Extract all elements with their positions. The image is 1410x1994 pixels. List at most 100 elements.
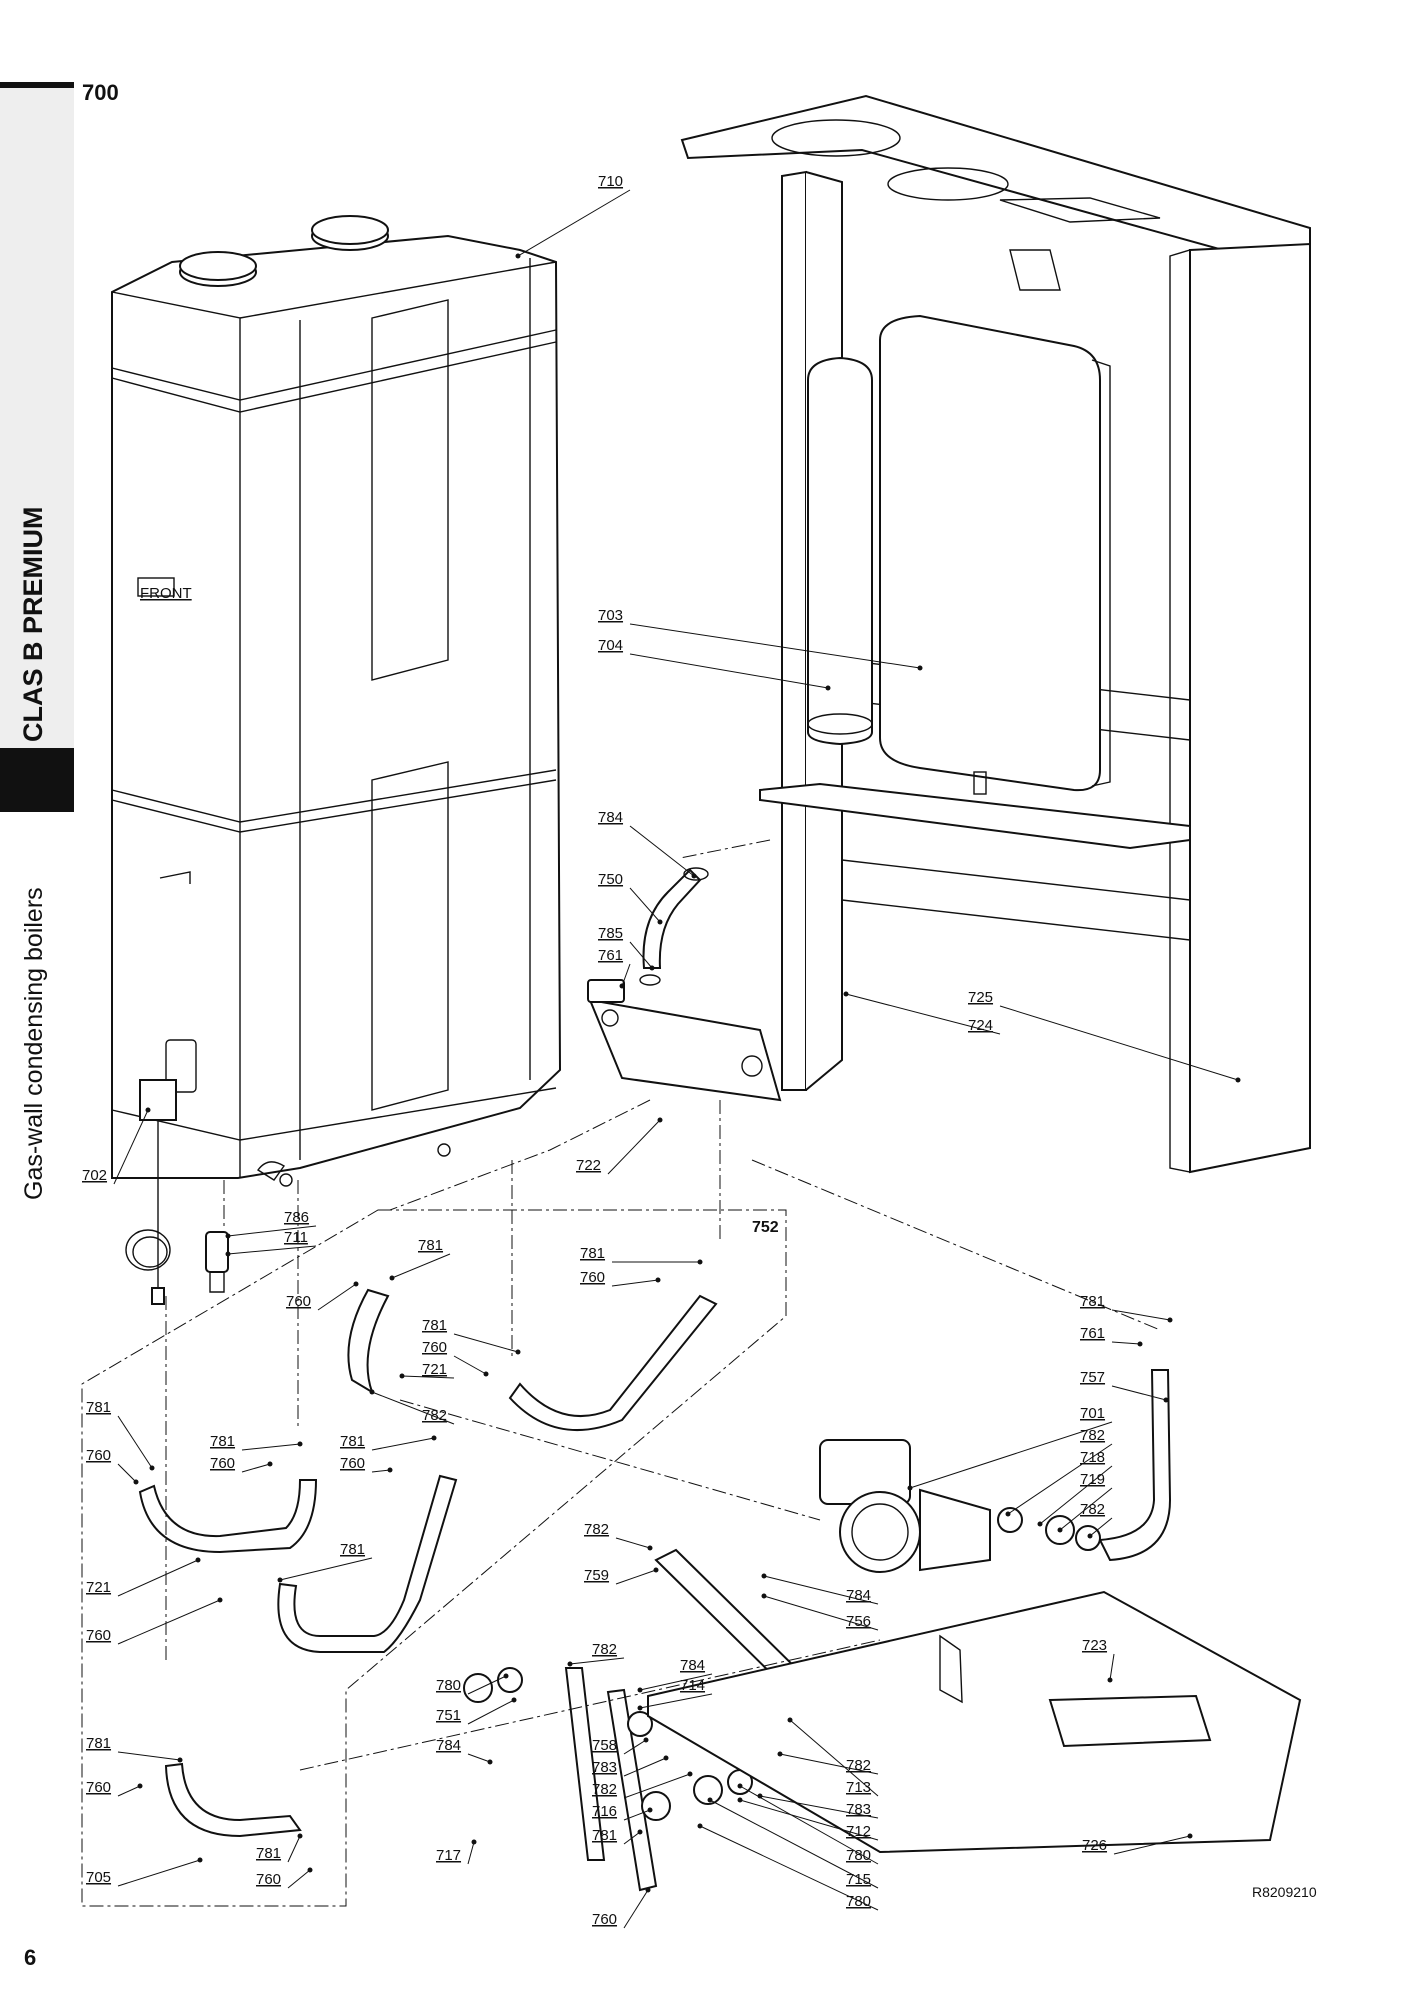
leader-dot [917, 665, 923, 671]
part-number-label: 781 [418, 1237, 443, 1254]
leader-dot [637, 1829, 643, 1835]
leader-line [117, 1559, 199, 1597]
leader-dot [145, 1107, 151, 1113]
part-number-label: 758 [592, 1737, 617, 1754]
leader-dot [757, 1793, 763, 1799]
group-752-label: 752 [752, 1219, 779, 1236]
leader-dot [1057, 1527, 1063, 1533]
leader-dot [1235, 1077, 1241, 1083]
leader-line [909, 1421, 1113, 1489]
part-number-label: 760 [86, 1779, 111, 1796]
leader-dot [645, 1887, 651, 1893]
part-number-label: 782 [592, 1781, 617, 1798]
leader-line [739, 1799, 879, 1841]
part-number-label: 759 [584, 1567, 609, 1584]
leader-line [789, 1719, 879, 1797]
part-number-label: 784 [598, 809, 623, 826]
leader-line [845, 993, 1001, 1035]
leader-line [739, 1785, 879, 1865]
leader-dot [1087, 1533, 1093, 1539]
leader-line [623, 1773, 691, 1799]
leader-dot [225, 1233, 231, 1239]
section-number: 700 [82, 80, 119, 105]
leader-line [241, 1443, 301, 1451]
part-number-label: 782 [1080, 1427, 1105, 1444]
leader-line [227, 1245, 317, 1255]
leader-line [371, 1469, 391, 1473]
leader-line [287, 1835, 301, 1863]
leader-line [401, 1375, 455, 1379]
part-number-label: 761 [1080, 1325, 1105, 1342]
leader-dot [657, 1117, 663, 1123]
page-number: 6 [24, 1945, 37, 1970]
leader-dot [647, 1807, 653, 1813]
leader-dot [511, 1697, 517, 1703]
part-number-label: 724 [968, 1017, 993, 1034]
leader-dot [1187, 1833, 1193, 1839]
leader-line [1111, 1309, 1171, 1321]
part-number-label: 721 [422, 1361, 447, 1378]
part-number-label: 782 [846, 1757, 871, 1774]
part-number-label: 784 [436, 1737, 461, 1754]
front-label: FRONT [140, 585, 192, 602]
leader-line [227, 1225, 317, 1237]
part-number-label: 703 [598, 607, 623, 624]
leader-line [453, 1355, 487, 1375]
leader-line [117, 1751, 181, 1761]
leader-line [611, 1279, 659, 1287]
part-number-label: 760 [422, 1339, 447, 1356]
leader-line [371, 1391, 455, 1425]
part-number-label: 761 [598, 947, 623, 964]
leader-line [699, 1825, 879, 1911]
part-number-label: 711 [284, 1229, 308, 1246]
leader-dot [567, 1661, 573, 1667]
leader-dot [399, 1373, 405, 1379]
part-number-label: 784 [680, 1657, 705, 1674]
leader-dot [515, 1349, 521, 1355]
leader-line [763, 1595, 879, 1631]
leader-line [467, 1841, 475, 1865]
leader-dot [471, 1839, 477, 1845]
part-number-label: 750 [598, 871, 623, 888]
leader-line [1059, 1487, 1113, 1531]
leader-line [629, 887, 661, 923]
leader-dot [697, 1259, 703, 1265]
leader-dot [777, 1751, 783, 1757]
part-number-label: 783 [592, 1759, 617, 1776]
leader-line [279, 1557, 373, 1581]
leader-line [629, 825, 695, 877]
leader-dot [297, 1833, 303, 1839]
leader-dot [649, 965, 655, 971]
part-number-label: 781 [1080, 1293, 1105, 1310]
leader-dot [1167, 1317, 1173, 1323]
leader-dot [737, 1783, 743, 1789]
leader-line [467, 1699, 515, 1725]
leader-line [623, 1757, 667, 1777]
part-number-label: 781 [210, 1433, 235, 1450]
leader-line [779, 1753, 879, 1775]
leader-line [1111, 1385, 1167, 1401]
leader-line [241, 1463, 271, 1473]
leader-dot [389, 1275, 395, 1281]
part-number-label: 760 [256, 1871, 281, 1888]
leader-dot [267, 1461, 273, 1467]
part-number-label: 780 [846, 1847, 871, 1864]
part-number-label: 712 [846, 1823, 871, 1840]
leader-line [1109, 1653, 1115, 1681]
part-number-label: 784 [846, 1587, 871, 1604]
leader-line [607, 1119, 661, 1175]
part-number-label: 781 [580, 1245, 605, 1262]
part-number-label: 721 [86, 1579, 111, 1596]
leader-dot [619, 983, 625, 989]
leader-dot [133, 1479, 139, 1485]
hydraulic-parts [138, 839, 1302, 1892]
leader-dot [657, 919, 663, 925]
part-number-label: 722 [576, 1157, 601, 1174]
part-number-label: 713 [846, 1779, 871, 1796]
part-number-label: 781 [592, 1827, 617, 1844]
leader-dot [137, 1783, 143, 1789]
leader-dot [431, 1435, 437, 1441]
side-tab [0, 88, 74, 748]
leader-dot [195, 1557, 201, 1563]
